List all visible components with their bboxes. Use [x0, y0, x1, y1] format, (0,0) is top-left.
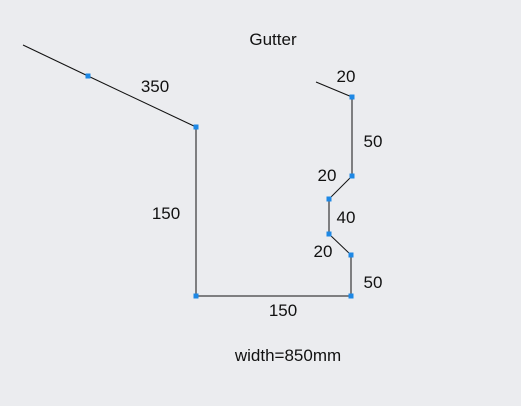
vertex-handle[interactable]	[349, 173, 355, 179]
dimension-label-left-wall: 150	[152, 204, 180, 223]
dimension-label-right-upper: 50	[364, 132, 383, 151]
dimension-label-top-slope: 350	[141, 77, 169, 96]
width-note: width=850mm	[234, 346, 341, 365]
vertex-handle[interactable]	[349, 94, 355, 100]
vertex-handle[interactable]	[326, 196, 332, 202]
dimension-label-right-lower: 50	[364, 273, 383, 292]
vertex-handle[interactable]	[193, 124, 199, 130]
diagram-title: Gutter	[249, 30, 297, 49]
segment-upper-bevel	[328, 175, 353, 200]
dimension-label-upper-bevel: 20	[318, 166, 337, 185]
dimension-label-top-lip: 20	[337, 67, 356, 86]
vertex-handle[interactable]	[85, 73, 91, 79]
dimension-label-middle: 40	[337, 208, 356, 227]
vertex-handle[interactable]	[193, 293, 199, 299]
segment-lower-bevel	[328, 233, 352, 256]
vertex-handle[interactable]	[348, 252, 354, 258]
segment-top-slope-outer	[22, 44, 89, 77]
segment-top-slope	[87, 75, 197, 128]
dimension-label-lower-bevel: 20	[314, 242, 333, 261]
dimension-label-bottom: 150	[269, 301, 297, 320]
vertex-handle[interactable]	[326, 231, 332, 237]
vertex-handles	[85, 73, 355, 299]
vertex-handle[interactable]	[348, 293, 354, 299]
segment-top-lip	[315, 81, 353, 98]
profile-outline	[22, 44, 353, 297]
